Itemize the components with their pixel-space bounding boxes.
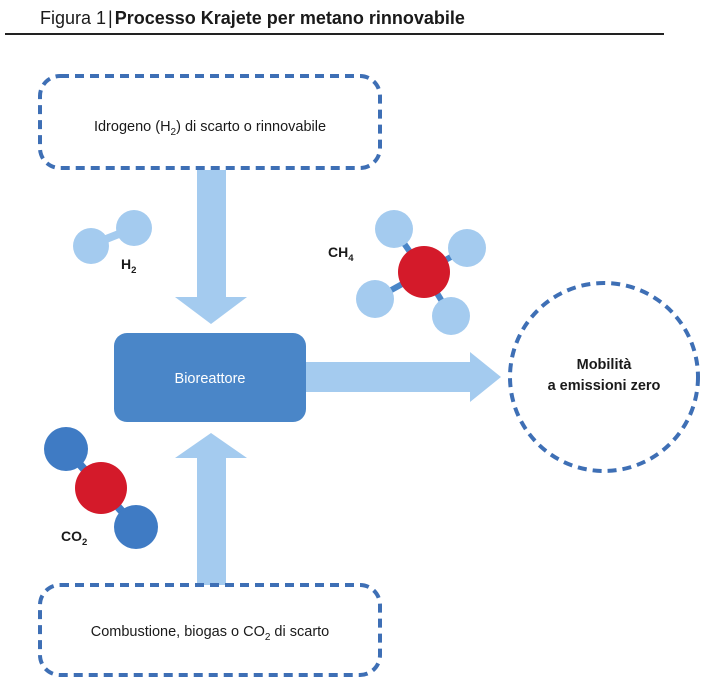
co2-oxygen-atom-upper <box>44 427 88 471</box>
bioreactor-label: Bioreattore <box>175 371 246 387</box>
ch4-hydrogen-atom-left <box>356 280 394 318</box>
ch4-molecule <box>356 210 486 335</box>
arrow-up-from-co2-source <box>175 433 247 588</box>
hydrogen-source-label: Idrogeno (H2) di scarto o rinnovabile <box>94 119 326 138</box>
h2-hydrogen-atom-right <box>116 210 152 246</box>
figure-label: Figura 1 <box>40 8 107 28</box>
co2-oxygen-atom-lower <box>114 505 158 549</box>
ch4-hydrogen-atom-right <box>448 229 486 267</box>
mobility-label-line1: Mobilità <box>577 357 633 373</box>
ch4-hydrogen-atom-top <box>375 210 413 248</box>
co2-molecule <box>44 427 158 549</box>
zero-emission-mobility-circle <box>508 281 700 473</box>
title-separator: | <box>108 8 113 28</box>
ch4-carbon-atom <box>398 246 450 298</box>
bioreactor-box <box>114 333 306 422</box>
h2-hydrogen-atom-left <box>73 228 109 264</box>
ch4-formula-label: CH4 <box>328 244 354 264</box>
figure-header: Figura 1|Processo Krajete per metano rin… <box>40 6 465 30</box>
h2-formula-label: H2 <box>121 256 136 276</box>
header-divider <box>5 33 664 35</box>
arrow-down-from-hydrogen <box>175 170 247 324</box>
figure-title: Processo Krajete per metano rinnovabile <box>114 8 465 28</box>
co2-formula-label: CO2 <box>61 528 87 548</box>
co2-source-label: Combustione, biogas o CO2 di scarto <box>91 624 330 643</box>
hydrogen-source-box <box>38 74 382 170</box>
co2-source-box <box>38 583 382 677</box>
mobility-label-line2: a emissioni zero <box>548 378 661 394</box>
h2-molecule <box>73 210 152 264</box>
ch4-hydrogen-atom-bottom <box>432 297 470 335</box>
arrow-right-to-mobility <box>305 352 501 402</box>
co2-carbon-atom <box>75 462 127 514</box>
